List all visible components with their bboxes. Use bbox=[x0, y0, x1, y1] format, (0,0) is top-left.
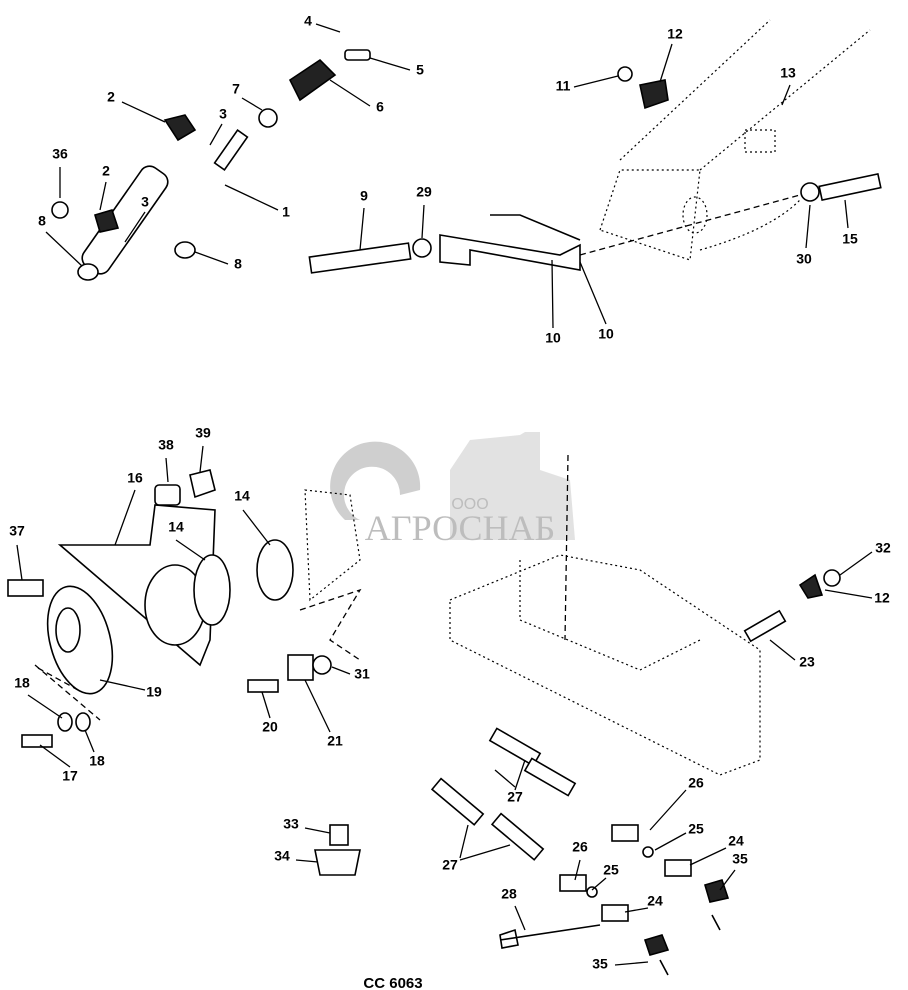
callout-19: 19 bbox=[146, 684, 162, 700]
callout-15: 15 bbox=[842, 231, 858, 247]
callout-28: 28 bbox=[501, 886, 517, 902]
watermark-prefix: ООО bbox=[451, 496, 488, 513]
diagram-code: CC 6063 bbox=[363, 975, 422, 990]
callout-9: 9 bbox=[360, 188, 368, 204]
loader-boom-outline bbox=[599, 19, 871, 261]
callout-35: 35 bbox=[732, 851, 748, 867]
callout-26: 26 bbox=[572, 839, 588, 855]
callout-11: 11 bbox=[556, 78, 571, 94]
callout-1: 1 bbox=[282, 204, 290, 220]
callout-12: 12 bbox=[874, 590, 890, 606]
callout-35: 35 bbox=[592, 956, 608, 972]
callout-10: 10 bbox=[598, 326, 614, 342]
callout-25: 25 bbox=[603, 862, 619, 878]
callout-8: 8 bbox=[234, 256, 242, 272]
callout-27: 27 bbox=[507, 789, 523, 805]
callout-25: 25 bbox=[688, 821, 704, 837]
callout-38: 38 bbox=[158, 437, 174, 453]
callout-10: 10 bbox=[545, 330, 561, 346]
callout-2: 2 bbox=[107, 89, 115, 105]
callout-36: 36 bbox=[52, 146, 68, 162]
callout-24: 24 bbox=[728, 833, 744, 849]
callout-33: 33 bbox=[283, 816, 299, 832]
callout-3: 3 bbox=[141, 194, 149, 210]
callout-18: 18 bbox=[89, 753, 105, 769]
callout-23: 23 bbox=[799, 654, 815, 670]
callout-24: 24 bbox=[647, 893, 663, 909]
callout-13: 13 bbox=[780, 65, 796, 81]
callout-32: 32 bbox=[875, 540, 891, 556]
callout-18: 18 bbox=[14, 675, 30, 691]
callout-34: 34 bbox=[274, 848, 290, 864]
callout-20: 20 bbox=[262, 719, 278, 735]
callout-27: 27 bbox=[442, 857, 458, 873]
callout-30: 30 bbox=[796, 251, 812, 267]
callout-12: 12 bbox=[667, 26, 683, 42]
callout-37: 37 bbox=[9, 523, 25, 539]
callout-labels: 4 5 12 11 13 2 7 6 3 36 2 3 1 8 8 9 29 1… bbox=[9, 13, 891, 972]
callout-14: 14 bbox=[168, 519, 184, 535]
watermark-name: АГРОСНАБ bbox=[365, 508, 555, 548]
callout-3: 3 bbox=[219, 106, 227, 122]
callout-14: 14 bbox=[234, 488, 250, 504]
callout-39: 39 bbox=[195, 425, 211, 441]
callout-4: 4 bbox=[304, 13, 312, 29]
watermark-logo: ООО АГРОСНАБ bbox=[330, 432, 575, 548]
callout-7: 7 bbox=[232, 81, 240, 97]
callout-16: 16 bbox=[127, 470, 143, 486]
callout-8: 8 bbox=[38, 213, 46, 229]
frame-outline bbox=[304, 489, 761, 776]
callout-5: 5 bbox=[416, 62, 424, 78]
callout-31: 31 bbox=[354, 666, 370, 682]
parts bbox=[7, 49, 882, 976]
callout-6: 6 bbox=[376, 99, 384, 115]
callout-21: 21 bbox=[327, 733, 343, 749]
callout-17: 17 bbox=[62, 768, 78, 784]
callout-26: 26 bbox=[688, 775, 704, 791]
callout-2: 2 bbox=[102, 163, 110, 179]
leader-lines bbox=[16, 23, 873, 966]
callout-29: 29 bbox=[416, 184, 432, 200]
